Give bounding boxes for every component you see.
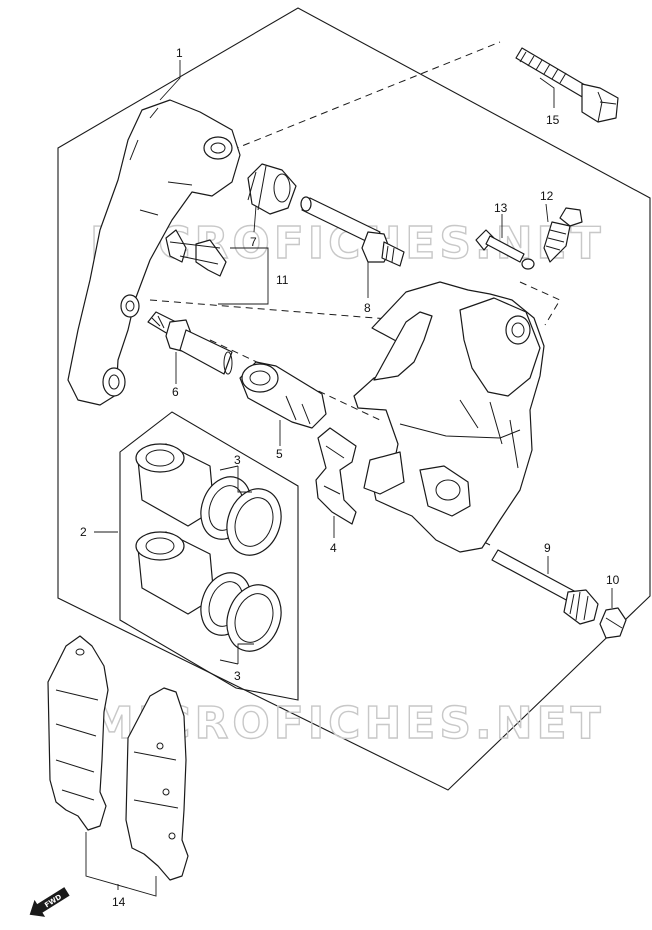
callout-1: 1 bbox=[176, 46, 183, 60]
callout-6: 6 bbox=[172, 385, 179, 399]
callout-10: 10 bbox=[606, 573, 620, 587]
callout-9: 9 bbox=[544, 541, 551, 555]
part-1-caliper-bracket bbox=[67, 99, 241, 406]
callout-13: 13 bbox=[494, 201, 508, 215]
callout-3-lower: 3 bbox=[234, 669, 241, 683]
part-11-pad-spring bbox=[165, 229, 227, 277]
part-13-bleeder-cap bbox=[475, 229, 535, 270]
callout-12: 12 bbox=[540, 189, 554, 203]
callout-14: 14 bbox=[112, 895, 126, 909]
part-9-pad-pin bbox=[491, 549, 599, 625]
part-3-seal-lower bbox=[200, 572, 282, 652]
assembly-line-bleeder bbox=[519, 281, 561, 326]
part-6-caliper-pin bbox=[147, 311, 233, 375]
assembly-line-pin bbox=[209, 339, 381, 421]
callout-15: 15 bbox=[546, 113, 560, 127]
part-10-plug bbox=[599, 607, 627, 639]
part-7-dust-boot bbox=[247, 163, 297, 215]
callout-7: 7 bbox=[250, 235, 257, 249]
callout-4: 4 bbox=[330, 541, 337, 555]
part-14-pad-inner bbox=[125, 687, 189, 881]
part-12-bleeder-valve bbox=[543, 207, 583, 263]
callout-3-upper: 3 bbox=[234, 453, 241, 467]
caliper-body bbox=[353, 281, 545, 553]
part-14-pad-outer bbox=[47, 635, 109, 831]
callout-11: 11 bbox=[276, 273, 289, 287]
callout-8: 8 bbox=[364, 301, 371, 315]
assembly-frame bbox=[57, 7, 651, 791]
part-15-bolt bbox=[515, 47, 619, 123]
fwd-label: FWD bbox=[43, 893, 63, 910]
callout-2: 2 bbox=[80, 525, 87, 539]
leader-lines bbox=[85, 60, 613, 897]
part-2-piston-lower bbox=[135, 531, 215, 615]
assembly-line-bolt bbox=[231, 41, 501, 151]
fwd-arrow-icon: FWD bbox=[29, 887, 70, 917]
part-5-bushing bbox=[239, 361, 327, 429]
part-4-pad-retainer bbox=[315, 427, 357, 525]
part-8-slide-pin bbox=[300, 196, 405, 267]
piston-set-frame bbox=[119, 411, 299, 701]
callout-5: 5 bbox=[276, 447, 283, 461]
assembly-line-bracket bbox=[149, 299, 401, 321]
